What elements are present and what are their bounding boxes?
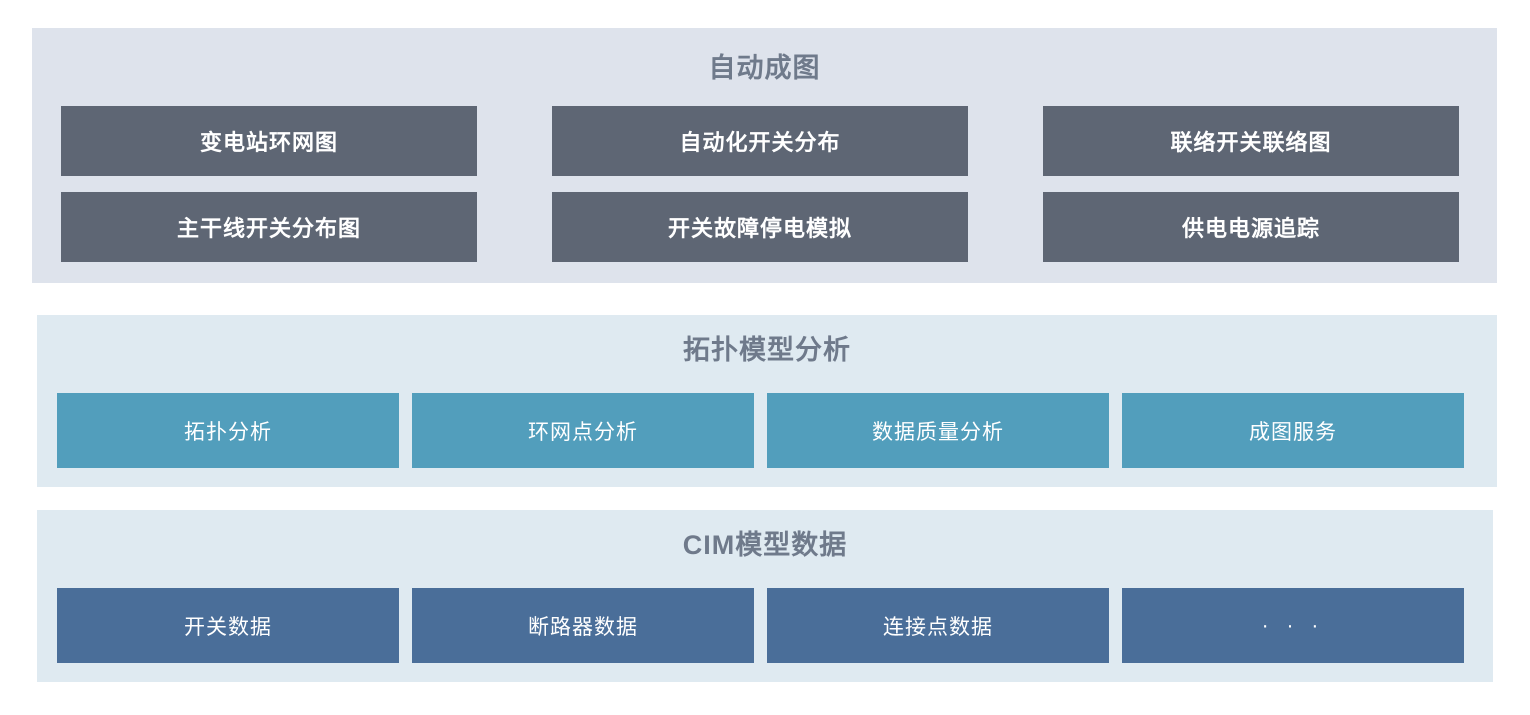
button-ring-network-point-analysis[interactable]: 环网点分析 [412, 393, 754, 468]
panel-topology-model-analysis-title: 拓扑模型分析 [683, 335, 851, 365]
button-tie-switch-connection-diagram[interactable]: 联络开关联络图 [1043, 106, 1459, 176]
button-automation-switch-distribution[interactable]: 自动化开关分布 [552, 106, 968, 176]
button-label: 拓扑分析 [184, 420, 272, 444]
button-label: 主干线开关分布图 [176, 216, 361, 241]
panel-auto-mapping: 自动成图 变电站环网图 自动化开关分布 联络开关联络图 主干线开关分布图 开关故… [32, 28, 1497, 283]
panel-auto-mapping-button-grid: 变电站环网图 自动化开关分布 联络开关联络图 主干线开关分布图 开关故障停电模拟… [61, 106, 1461, 262]
button-label: 自动化开关分布 [679, 130, 841, 155]
button-power-supply-source-tracing[interactable]: 供电电源追踪 [1043, 192, 1459, 262]
panel-auto-mapping-title: 自动成图 [708, 53, 821, 83]
panel-cim-button-grid: 开关数据 断路器数据 连接点数据 · · · [57, 588, 1464, 663]
button-topology-analysis[interactable]: 拓扑分析 [57, 393, 399, 468]
button-label: 变电站环网图 [199, 130, 338, 155]
panel-topology-model-analysis: 拓扑模型分析 拓扑分析 环网点分析 数据质量分析 成图服务 [37, 315, 1497, 487]
panel-topology-button-grid: 拓扑分析 环网点分析 数据质量分析 成图服务 [57, 393, 1464, 468]
panel-cim-model-data: CIM模型数据 开关数据 断路器数据 连接点数据 · · · [37, 510, 1493, 682]
button-label: 数据质量分析 [872, 420, 1004, 444]
button-switch-data[interactable]: 开关数据 [57, 588, 399, 663]
button-label: 成图服务 [1249, 420, 1337, 444]
button-trunk-line-switch-distribution-diagram[interactable]: 主干线开关分布图 [61, 192, 477, 262]
button-label: · · · [1261, 613, 1325, 637]
button-switch-fault-outage-simulation[interactable]: 开关故障停电模拟 [552, 192, 968, 262]
button-circuit-breaker-data[interactable]: 断路器数据 [412, 588, 754, 663]
panel-cim-model-data-title: CIM模型数据 [682, 530, 848, 560]
button-label: 供电电源追踪 [1181, 216, 1320, 241]
button-label: 连接点数据 [883, 615, 993, 639]
button-label: 断路器数据 [528, 615, 638, 639]
button-connectivity-node-data[interactable]: 连接点数据 [767, 588, 1109, 663]
button-data-quality-analysis[interactable]: 数据质量分析 [767, 393, 1109, 468]
button-label: 开关数据 [184, 615, 272, 639]
button-mapping-service[interactable]: 成图服务 [1122, 393, 1464, 468]
button-more-data[interactable]: · · · [1122, 588, 1464, 663]
button-label: 环网点分析 [528, 420, 638, 444]
button-substation-ring-network-diagram[interactable]: 变电站环网图 [61, 106, 477, 176]
button-label: 联络开关联络图 [1170, 130, 1332, 155]
button-label: 开关故障停电模拟 [667, 216, 852, 241]
